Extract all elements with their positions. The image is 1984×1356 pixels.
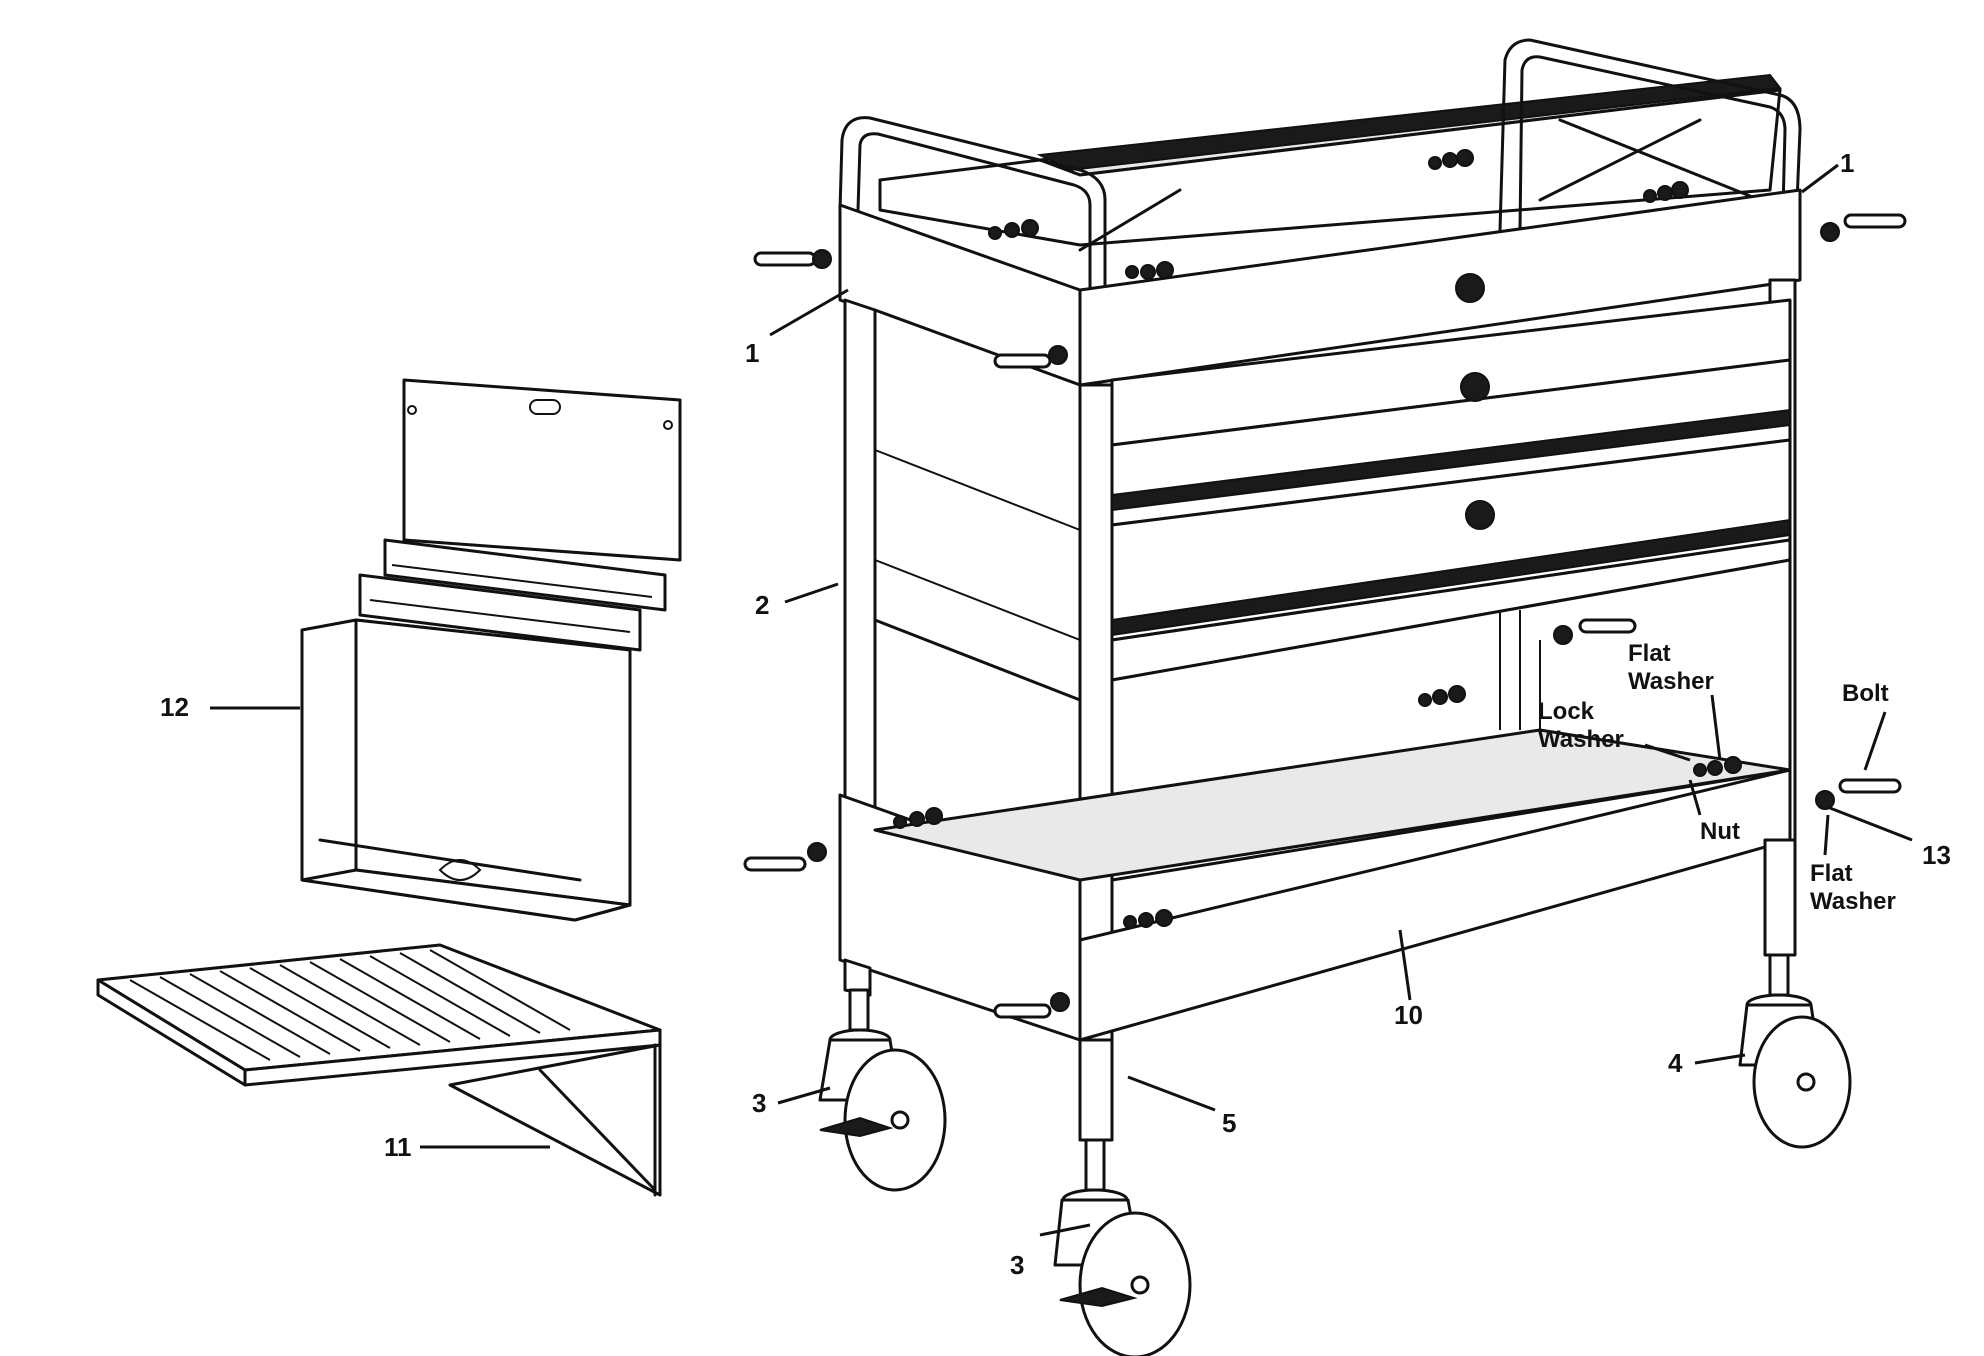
cart-body (743, 38, 1907, 1142)
label-flat-washer-upper-line1: Flat (1628, 640, 1671, 667)
callout-1-left: 1 (745, 338, 760, 368)
label-bolt: Bolt (1842, 680, 1889, 707)
part-12-bin (300, 378, 682, 922)
caster-left-front (1053, 1138, 1192, 1356)
part-11-shelf (96, 943, 662, 1197)
callout-5: 5 (1222, 1108, 1237, 1138)
caster-right (1738, 953, 1852, 1149)
bolts-right (1553, 213, 1907, 810)
callout-3-left: 3 (752, 1088, 767, 1118)
label-flat-washer-lower-line2: Washer (1810, 888, 1896, 915)
label-nut: Nut (1700, 818, 1740, 845)
label-flat-washer-lower-line1: Flat (1810, 860, 1853, 887)
callout-4: 4 (1668, 1048, 1683, 1078)
caster-left-rear (818, 988, 947, 1192)
label-flat-washer-upper-line2: Washer (1628, 668, 1714, 695)
leader-lines (210, 163, 1913, 1237)
label-lock-washer-line2: Washer (1538, 726, 1624, 753)
callout-2: 2 (755, 590, 770, 620)
bolts-left (743, 249, 1070, 1019)
label-lock-washer-line1: Lock (1538, 698, 1595, 725)
callout-3-front: 3 (1010, 1250, 1025, 1280)
callout-10: 10 (1394, 1000, 1423, 1030)
callout-13: 13 (1922, 840, 1951, 870)
callout-1-right: 1 (1840, 148, 1855, 178)
nut-clusters (893, 149, 1742, 929)
callout-12: 12 (160, 692, 189, 722)
callout-11: 11 (384, 1132, 412, 1162)
